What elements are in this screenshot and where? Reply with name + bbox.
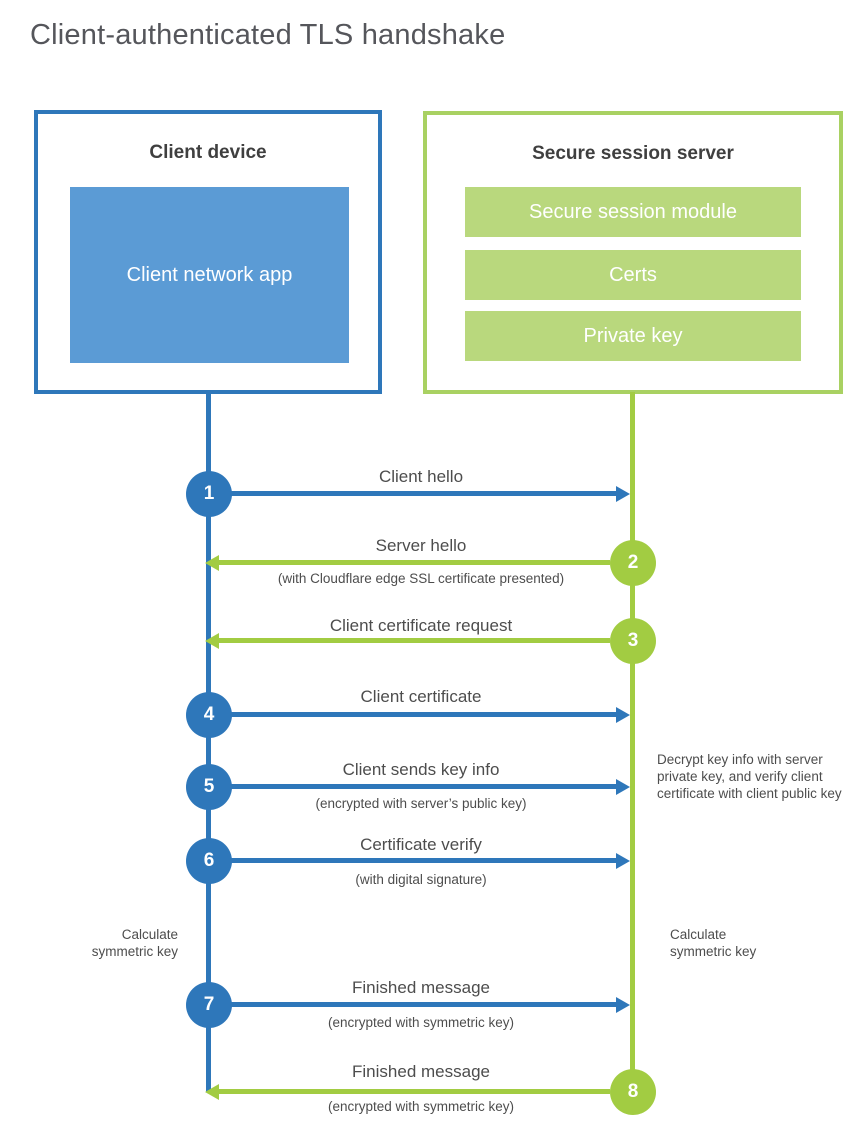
step-3-arrow — [205, 633, 610, 649]
arrow-shaft — [218, 560, 610, 565]
step-5-label: Client sends key info — [342, 760, 500, 779]
client-network-app: Client network app — [70, 187, 349, 363]
step-7-arrow — [230, 997, 630, 1013]
step-6-sublabel: (with digital signature) — [355, 872, 487, 887]
arrowhead-left-icon — [205, 633, 219, 649]
step-6-circle: 6 — [186, 838, 232, 884]
step-7-label: Finished message — [352, 978, 490, 997]
page-title: Client-authenticated TLS handshake — [30, 19, 506, 51]
arrow-shaft — [218, 638, 610, 643]
note-decrypt-key-info: Decrypt key info with server private key… — [657, 752, 842, 801]
arrowhead-right-icon — [616, 486, 630, 502]
step-1-arrow — [230, 486, 630, 502]
step-4-circle: 4 — [186, 692, 232, 738]
step-8-circle: 8 — [610, 1069, 656, 1115]
step-4-label: Client certificate — [360, 687, 482, 706]
step-2-label: Server hello — [375, 536, 467, 555]
step-4-arrow — [230, 707, 630, 723]
arrow-shaft — [230, 491, 617, 496]
step-3-label: Client certificate request — [329, 616, 513, 635]
arrow-shaft — [230, 784, 617, 789]
arrowhead-right-icon — [616, 779, 630, 795]
step-8-label: Finished message — [352, 1062, 490, 1081]
step-8-arrow — [205, 1084, 610, 1100]
arrowhead-right-icon — [616, 997, 630, 1013]
step-7-sublabel: (encrypted with symmetric key) — [327, 1015, 515, 1030]
module-bar-secure-session-module: Secure session module — [465, 187, 801, 237]
arrowhead-right-icon — [616, 853, 630, 869]
arrowhead-left-icon — [205, 555, 219, 571]
step-5-sublabel: (encrypted with server’s public key) — [315, 796, 527, 811]
arrow-shaft — [218, 1089, 610, 1094]
step-5-circle: 5 — [186, 764, 232, 810]
module-bar-private-key: Private key — [465, 311, 801, 361]
step-6-arrow — [230, 853, 630, 869]
step-7-circle: 7 — [186, 982, 232, 1028]
note-calc-symmetric-key-client: Calculate symmetric key — [91, 927, 178, 959]
server-title: Secure session server — [532, 143, 734, 164]
step-2-sublabel: (with Cloudflare edge SSL certificate pr… — [277, 571, 565, 586]
module-bar-certs: Certs — [465, 250, 801, 300]
step-8-sublabel: (encrypted with symmetric key) — [327, 1099, 515, 1114]
arrow-shaft — [230, 712, 617, 717]
note-calc-symmetric-key-server: Calculate symmetric key — [670, 927, 757, 959]
arrowhead-right-icon — [616, 707, 630, 723]
step-3-circle: 3 — [610, 618, 656, 664]
arrow-shaft — [230, 1002, 617, 1007]
arrow-shaft — [230, 858, 617, 863]
client-lifeline — [206, 392, 211, 1092]
arrowhead-left-icon — [205, 1084, 219, 1100]
server-lifeline — [630, 392, 635, 1094]
step-1-label: Client hello — [378, 467, 464, 486]
secure-session-server-box: Secure session server Secure session mod… — [423, 111, 843, 394]
client-device-box: Client device Client network app — [34, 110, 382, 394]
step-2-circle: 2 — [610, 540, 656, 586]
step-1-circle: 1 — [186, 471, 232, 517]
step-6-label: Certificate verify — [360, 835, 482, 854]
step-5-arrow — [230, 779, 630, 795]
step-2-arrow — [205, 555, 610, 571]
client-device-title: Client device — [149, 142, 267, 163]
